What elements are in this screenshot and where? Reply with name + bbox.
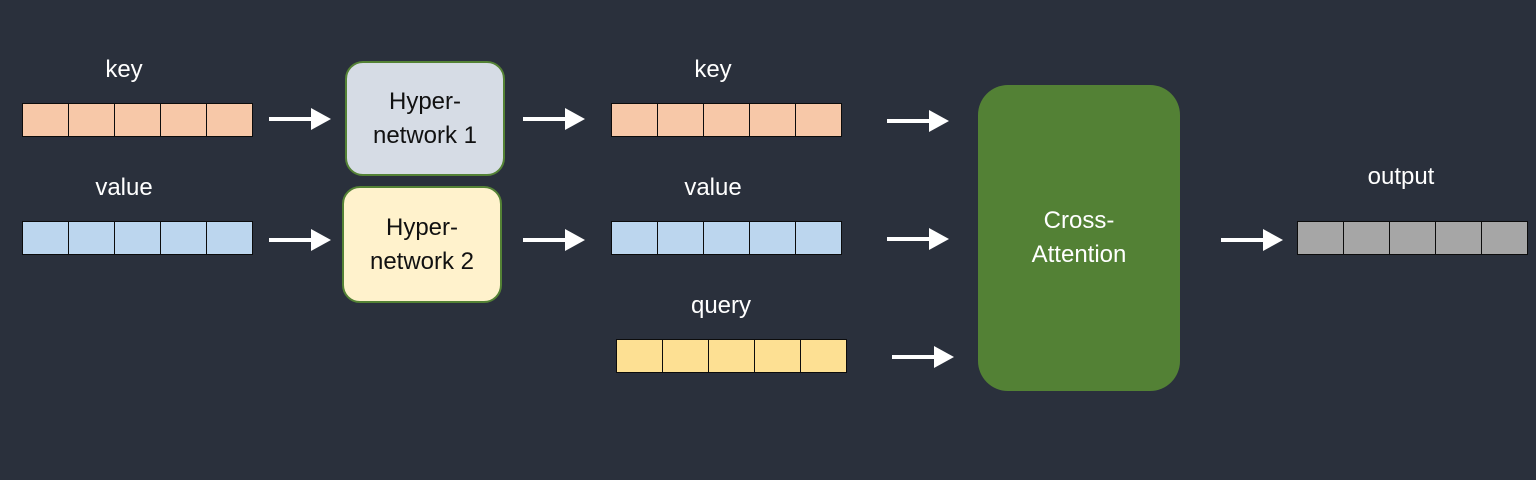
hypernetwork-2-block: Hyper- network 2	[342, 186, 502, 303]
vector-cell	[796, 104, 841, 136]
key-output-vector	[611, 103, 842, 137]
vector-cell	[115, 222, 161, 254]
value-input-vector	[22, 221, 253, 255]
vector-cell	[663, 340, 709, 372]
right-arrow-icon	[1221, 229, 1283, 251]
value-output-vector	[611, 221, 842, 255]
vector-cell	[207, 104, 252, 136]
vector-cell	[755, 340, 801, 372]
value-input-label: value	[95, 174, 153, 201]
vector-cell	[1390, 222, 1436, 254]
vector-cell	[23, 104, 69, 136]
output-vector	[1297, 221, 1528, 255]
vector-cell	[750, 222, 796, 254]
hypernetwork-1-line2: network 1	[372, 121, 478, 149]
vector-cell	[69, 104, 115, 136]
vector-cell	[1436, 222, 1482, 254]
right-arrow-icon	[892, 346, 954, 368]
key-output-label: key	[694, 56, 732, 83]
cross-attention-line1: Cross-	[1043, 207, 1115, 234]
right-arrow-icon	[523, 108, 585, 130]
hypernetwork-1-line1: Hyper-	[388, 87, 461, 115]
vector-cell	[207, 222, 252, 254]
value-output-label: value	[684, 174, 742, 201]
vector-cell	[658, 222, 704, 254]
vector-cell	[115, 104, 161, 136]
right-arrow-icon	[887, 110, 949, 132]
vector-cell	[69, 222, 115, 254]
vector-cell	[704, 104, 750, 136]
vector-cell	[161, 222, 207, 254]
vector-cell	[801, 340, 846, 372]
query-label: query	[690, 292, 752, 319]
key-input-label: key	[105, 56, 143, 83]
vector-cell	[704, 222, 750, 254]
cross-attention-block: Cross- Attention	[978, 85, 1180, 391]
right-arrow-icon	[269, 108, 331, 130]
vector-cell	[1482, 222, 1527, 254]
key-input-vector	[22, 103, 253, 137]
vector-cell	[750, 104, 796, 136]
vector-cell	[796, 222, 841, 254]
output-label: output	[1367, 163, 1435, 190]
right-arrow-icon	[269, 229, 331, 251]
vector-cell	[1344, 222, 1390, 254]
vector-cell	[612, 104, 658, 136]
hypernetwork-1-block: Hyper- network 1	[345, 61, 505, 176]
vector-cell	[709, 340, 755, 372]
vector-cell	[658, 104, 704, 136]
vector-cell	[161, 104, 207, 136]
hypernetwork-2-line1: Hyper-	[385, 213, 458, 241]
cross-attention-line2: Attention	[1031, 241, 1127, 268]
vector-cell	[1298, 222, 1344, 254]
hypernetwork-2-line2: network 2	[369, 247, 475, 275]
vector-cell	[23, 222, 69, 254]
right-arrow-icon	[887, 228, 949, 250]
vector-cell	[612, 222, 658, 254]
query-vector	[616, 339, 847, 373]
vector-cell	[617, 340, 663, 372]
right-arrow-icon	[523, 229, 585, 251]
